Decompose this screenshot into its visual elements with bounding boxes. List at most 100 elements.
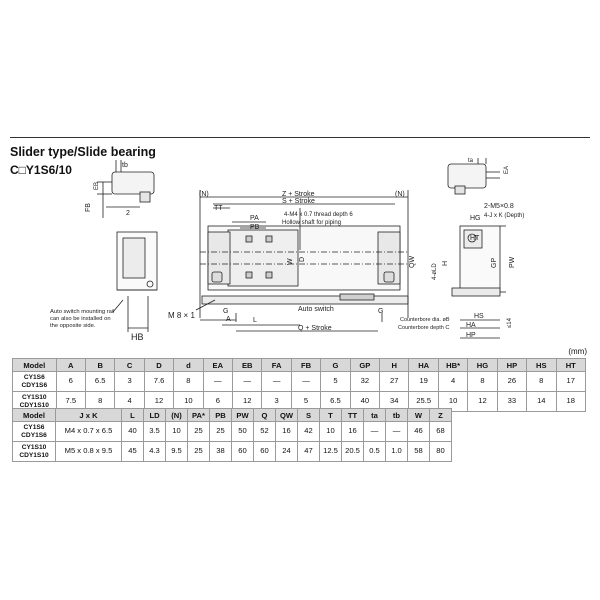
column-header: B (84, 358, 116, 372)
label-z-stroke: Z + Stroke (282, 191, 315, 198)
label-pb: PB (250, 224, 260, 231)
label-hp: HP (466, 332, 476, 339)
column-header: TT (341, 408, 364, 422)
label-w: W (287, 258, 294, 265)
value-cell: 27 (379, 371, 410, 392)
value-cell: 68 (429, 421, 452, 442)
column-header: HS (526, 358, 557, 372)
column-header: HB* (437, 358, 469, 372)
column-header: S (297, 408, 320, 422)
column-header: Q (253, 408, 276, 422)
label-hg: HG (470, 215, 481, 222)
label-eb: EB (94, 182, 100, 190)
model-name: CY1S10 (22, 394, 47, 401)
label-tt: TT (214, 205, 223, 212)
value-cell: 50 (231, 421, 254, 442)
value-cell: M5 x 0.8 x 9.5 (55, 441, 122, 462)
label-2: 2 (126, 210, 130, 217)
label-m5: 2-M5×0.8 (484, 203, 514, 210)
column-header: LD (143, 408, 166, 422)
label-auto-switch: Auto switch (298, 306, 334, 313)
column-header: FB (290, 358, 322, 372)
value-cell: 5 (320, 371, 351, 392)
label-s-stroke: S + Stroke (282, 198, 315, 205)
side-view-front (116, 231, 158, 332)
value-cell: 38 (209, 441, 232, 462)
value-cell: — (290, 371, 322, 392)
model-name: CY1S6 (23, 374, 45, 381)
column-header: Model (12, 358, 57, 372)
model-name: CDY1S6 (21, 431, 47, 439)
column-header: PA* (187, 408, 210, 422)
column-header: EB (232, 358, 263, 372)
label-g-right: G (378, 308, 383, 315)
label-d: D (299, 257, 306, 262)
value-cell: 25 (187, 421, 210, 442)
value-cell: 47 (297, 441, 320, 462)
label-cb-dia: Counterbore dia. øB (400, 317, 450, 323)
value-cell: 3 (114, 371, 145, 392)
column-header: PB (209, 408, 232, 422)
label-hollow: Hollow shaft for piping (282, 220, 341, 226)
value-cell: 14 (526, 391, 557, 412)
label-thread: 4-M4 x 0.7 thread depth 6 (284, 212, 353, 218)
column-header: C (114, 358, 145, 372)
label-cb-depth: Counterbore depth C (398, 325, 449, 331)
label-hs: HS (474, 313, 484, 320)
value-cell: 10 (319, 421, 342, 442)
unit-label: (mm) (568, 347, 587, 356)
label-ta: ta (468, 158, 474, 164)
column-header: FA (261, 358, 292, 372)
column-header: HT (555, 358, 586, 372)
label-d14: ≤14 (507, 317, 513, 328)
column-header: D (143, 358, 175, 372)
end-view-front (451, 225, 506, 339)
value-cell: 33 (496, 391, 528, 412)
label-m8: M 8 × 1 (168, 311, 195, 320)
value-cell: 1.0 (385, 441, 408, 462)
value-cell: 60 (253, 441, 276, 462)
label-pw: PW (509, 256, 516, 268)
main-view-body (195, 190, 409, 332)
value-cell: 12 (467, 391, 498, 412)
column-header: QW (275, 408, 298, 422)
value-cell: — (202, 371, 234, 392)
header-rule (10, 137, 590, 138)
value-cell: 8 (173, 371, 204, 392)
model-name: CY1S10 (21, 444, 47, 451)
column-header: Z (429, 408, 452, 422)
page-title: Slider type/Slide bearing (10, 145, 156, 159)
column-header: A (55, 358, 87, 372)
value-cell: 16 (341, 421, 364, 442)
value-cell: 52 (253, 421, 276, 442)
value-cell: 7.6 (143, 371, 175, 392)
model-name: CDY1S10 (19, 451, 49, 459)
value-cell: 17 (555, 371, 586, 392)
column-header: HG (467, 358, 498, 372)
label-q-stroke: Q + Stroke (298, 325, 332, 332)
value-cell: — (385, 421, 408, 442)
label-a: A (226, 316, 231, 323)
value-cell: 18 (555, 391, 586, 412)
note-rail-2: can also be installed on (50, 316, 111, 322)
value-cell: 19 (408, 371, 439, 392)
column-header: L (121, 408, 144, 422)
label-hb: HB (131, 332, 144, 342)
value-cell: 45 (121, 441, 144, 462)
side-view-top (97, 160, 155, 218)
label-ha: HA (466, 322, 476, 329)
value-cell: — (261, 371, 292, 392)
note-rail-1: Auto switch mounting rail (50, 309, 114, 315)
label-pa: PA (250, 215, 259, 222)
value-cell: M4 x 0.7 x 6.5 (55, 421, 122, 442)
label-ld: 4-øLD (432, 263, 438, 280)
column-header: Model (12, 408, 56, 422)
label-g-left: G (223, 308, 228, 315)
value-cell: 24 (275, 441, 298, 462)
